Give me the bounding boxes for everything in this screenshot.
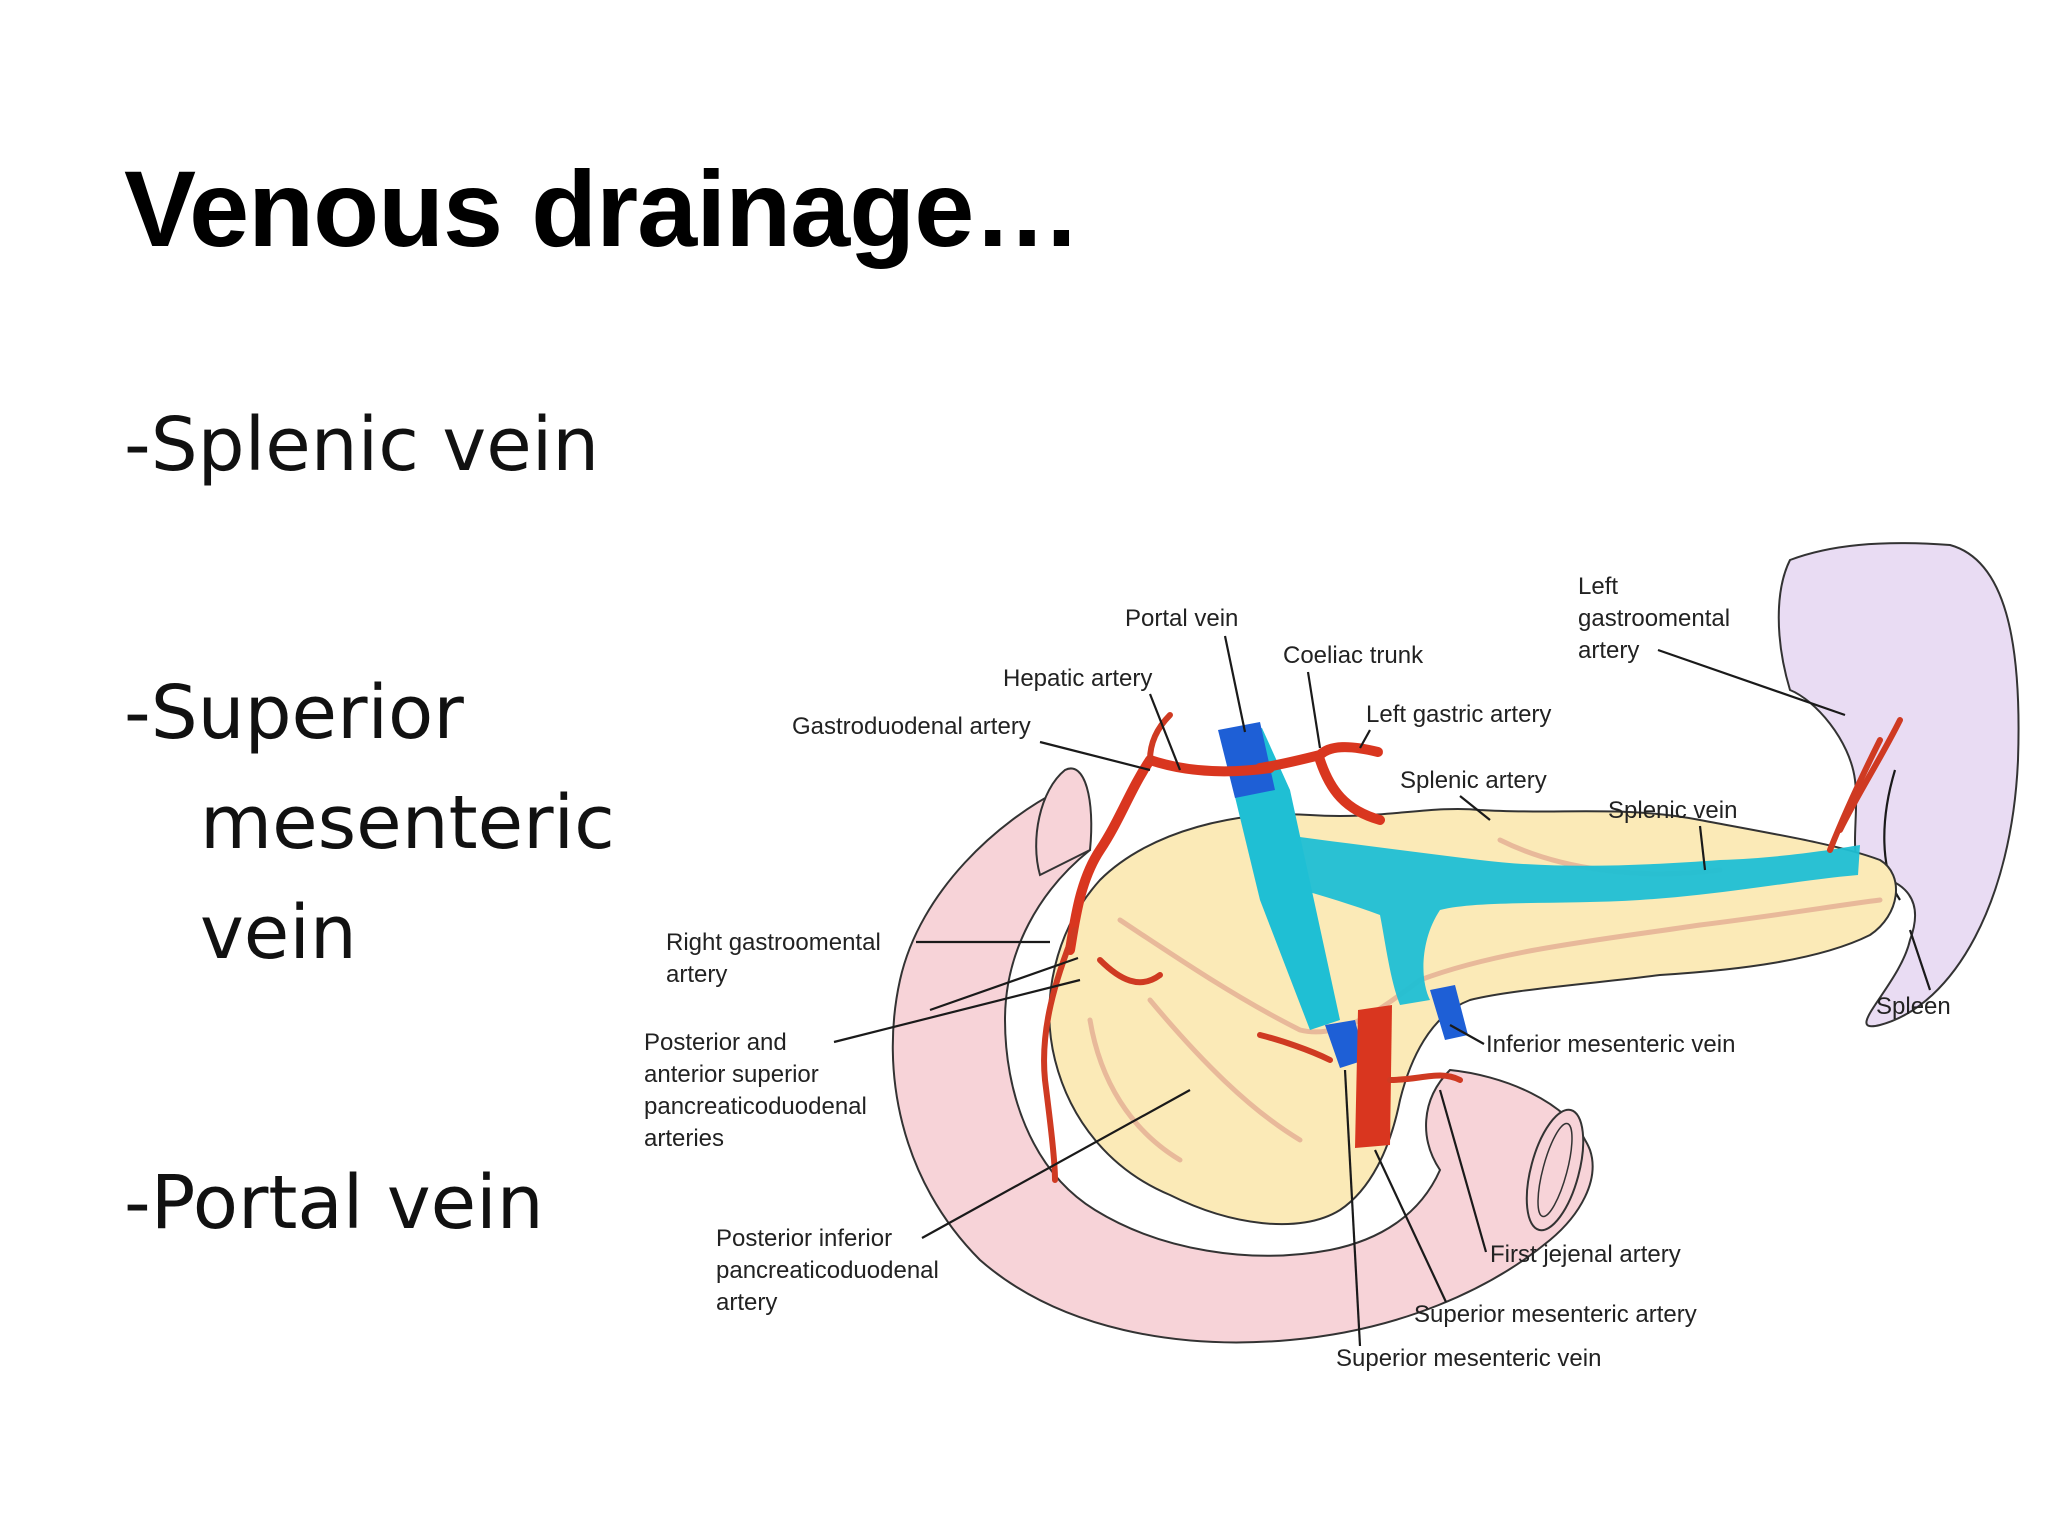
left-gastric-artery-vessel — [1315, 742, 1383, 760]
label-left-gastroomental: Left — [1578, 573, 1618, 600]
bullet-text: -Superior — [124, 670, 464, 756]
pancreatic-duct — [1117, 897, 1883, 1035]
label-inferior-mesenteric-vein: Inferior mesenteric vein — [1486, 1031, 1735, 1058]
gastroduodenal-artery-vessel — [1065, 755, 1155, 955]
bullet-text: -Splenic vein — [124, 402, 600, 488]
hepatic-branch — [1147, 712, 1173, 763]
label-post-ant-superior: Posterior and — [644, 1029, 787, 1056]
label-superior-mesenteric-vein: Superior mesenteric vein — [1336, 1345, 1601, 1372]
label-right-gastroomental: artery — [666, 961, 727, 988]
bullet-superior-mesenteric-vein: -Superior mesenteric vein — [124, 658, 615, 988]
portal-vein-shape — [1220, 728, 1340, 1030]
leader-left-gastroomental — [1657, 648, 1846, 717]
splenic-vein-shape — [1250, 830, 1860, 1005]
left-gastroomental-vessel — [1837, 717, 1903, 833]
spleen-shape — [1777, 542, 2020, 1028]
label-gastroduodenal-artery: Gastroduodenal artery — [792, 713, 1031, 740]
label-spleen: Spleen — [1876, 993, 1951, 1020]
portal-vein-top — [1218, 722, 1275, 798]
label-splenic-vein: Splenic vein — [1608, 797, 1737, 824]
superior-mesenteric-vein-shape — [1325, 1020, 1365, 1068]
hepatic-artery-vessel — [1145, 755, 1275, 777]
jejunum-lumen — [1537, 1122, 1573, 1218]
label-posterior-inferior: pancreaticoduodenal — [716, 1257, 939, 1284]
pancreas-shape — [1048, 807, 1897, 1226]
label-splenic-artery: Splenic artery — [1400, 767, 1547, 794]
pancreatic-duct-branch — [1087, 1017, 1183, 1163]
duodenum-shape — [891, 788, 1594, 1344]
pancreaticoduodenal-branch — [1257, 1032, 1333, 1063]
leader-superior-mesenteric-artery — [1374, 1149, 1447, 1303]
label-posterior-inferior: Posterior inferior — [716, 1225, 892, 1252]
bullet-text-continued: mesenteric — [200, 780, 615, 866]
pancreas-blood-supply-diagram: Portal vein Coeliac trunk Hepatic artery… — [644, 542, 2020, 1372]
bullet-text: -Portal vein — [124, 1160, 544, 1246]
label-right-gastroomental: Right gastroomental — [666, 929, 881, 956]
label-post-ant-superior: arteries — [644, 1125, 724, 1152]
pancreaticoduodenal-branch — [1097, 957, 1163, 986]
label-post-ant-superior: anterior superior — [644, 1061, 819, 1088]
leader-gastroduodenal-artery — [1039, 740, 1151, 772]
leader-superior-mesenteric-vein — [1343, 1069, 1362, 1347]
label-first-jejenal-artery: First jejenal artery — [1490, 1241, 1681, 1268]
right-gastroomental-artery-vessel — [1041, 927, 1078, 1183]
splenic-artery-vessel — [1315, 755, 1385, 825]
leader-posterior-inferior — [921, 1089, 1191, 1239]
label-left-gastric-artery: Left gastric artery — [1366, 701, 1551, 728]
duodenum-flap — [1035, 767, 1093, 877]
bullet-splenic-vein: -Splenic vein — [124, 390, 599, 500]
bullet-text-continued: vein — [200, 890, 357, 976]
leader-splenic-vein — [1698, 825, 1707, 871]
leader-inferior-mesenteric-vein — [1449, 1024, 1485, 1045]
leader-hepatic-artery — [1148, 693, 1182, 771]
label-superior-mesenteric-artery: Superior mesenteric artery — [1414, 1301, 1697, 1328]
leader-post-ant-superior — [833, 956, 1081, 1044]
leader-coeliac-trunk — [1306, 671, 1322, 749]
leader-portal-vein — [1223, 635, 1247, 733]
slide-title: Venous drainage… — [124, 148, 1081, 269]
superior-mesenteric-artery-shape — [1355, 1005, 1392, 1148]
label-coeliac-trunk: Coeliac trunk — [1283, 642, 1424, 669]
label-left-gastroomental: gastroomental — [1578, 605, 1730, 632]
splenic-artery-distal — [1827, 737, 1883, 853]
label-post-ant-superior: pancreaticoduodenal — [644, 1093, 867, 1120]
leader-left-gastric-artery — [1359, 729, 1371, 749]
label-portal-vein: Portal vein — [1125, 605, 1238, 632]
first-jejenal-artery-vessel — [1387, 1072, 1463, 1083]
leader-spleen — [1908, 929, 1932, 991]
bullet-portal-vein: -Portal vein — [124, 1148, 544, 1258]
pancreatic-duct-branch — [1147, 997, 1303, 1143]
jejunum-cut-end — [1525, 1108, 1585, 1232]
label-posterior-inferior: artery — [716, 1289, 777, 1316]
label-left-gastroomental: artery — [1578, 637, 1639, 664]
leader-first-jejenal-artery — [1438, 1089, 1488, 1253]
inferior-mesenteric-vein-shape — [1430, 985, 1468, 1040]
label-hepatic-artery: Hepatic artery — [1003, 665, 1152, 692]
leader-splenic-artery — [1459, 795, 1491, 821]
